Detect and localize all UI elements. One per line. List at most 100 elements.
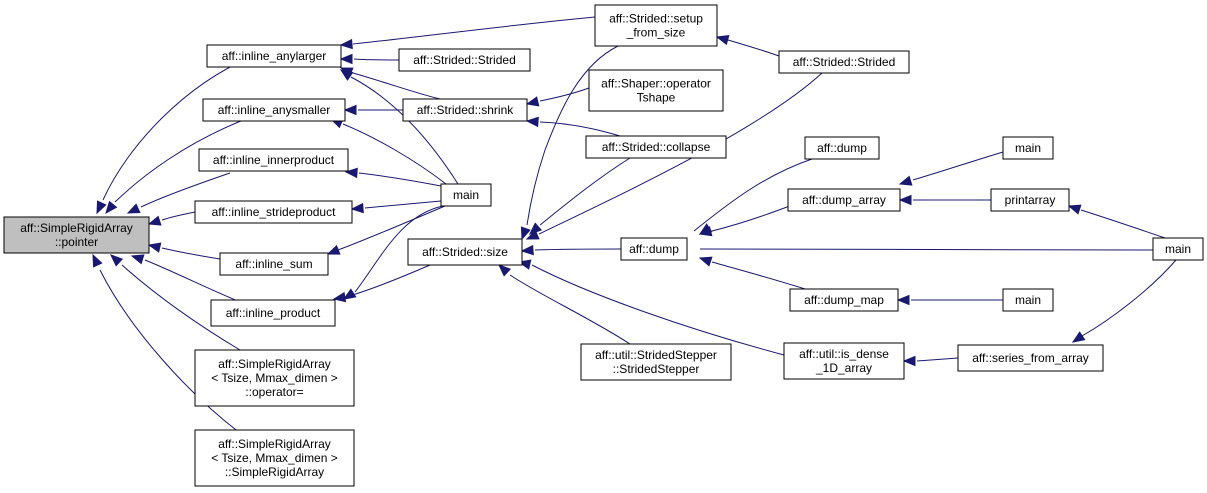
node-label: main	[453, 188, 479, 202]
node-box	[3, 216, 150, 254]
node-box	[783, 342, 905, 380]
node-label: ::SimpleRigidArray	[225, 465, 324, 479]
node-label: ::StridedStepper	[613, 362, 700, 376]
node-n27[interactable]: main	[1152, 237, 1204, 261]
node-label: aff::dump_array	[802, 193, 886, 207]
node-box	[1002, 288, 1054, 312]
node-label: aff::series_from_array	[972, 351, 1089, 365]
edge-n22-n12	[517, 259, 785, 356]
node-label: aff::inline_innerproduct	[213, 153, 335, 167]
node-n6[interactable]: aff::inline_product	[210, 299, 336, 327]
node-n21[interactable]: aff::dump_map	[789, 288, 899, 312]
node-box	[202, 98, 346, 122]
edge-n12-n6	[332, 264, 431, 303]
edge-n11-n5	[326, 205, 446, 255]
node-box	[194, 200, 353, 224]
node-n17[interactable]: aff::Strided::Strided	[778, 50, 910, 74]
edge-n17-n12	[525, 72, 823, 240]
node-n2[interactable]: aff::inline_anysmaller	[202, 98, 346, 122]
node-box	[594, 4, 718, 47]
nodes-layer: aff::SimpleRigidArray::pointeraff::inlin…	[3, 4, 1204, 487]
node-label: main	[1165, 242, 1191, 256]
node-n13[interactable]: aff::Strided::setup_from_size	[594, 4, 718, 47]
node-n12[interactable]: aff::Strided::size	[407, 238, 523, 266]
node-label: aff::Strided::setup	[609, 12, 703, 26]
node-label: _1D_array	[815, 361, 872, 375]
node-label: aff::dump_map	[804, 293, 884, 307]
node-box	[580, 343, 732, 381]
node-label: aff::dump	[629, 242, 679, 256]
node-box	[206, 44, 342, 68]
node-label: aff::dump	[817, 141, 867, 155]
node-label: aff::SimpleRigidArray	[218, 437, 331, 451]
edge-n10-n2	[343, 104, 403, 116]
edge-n11-n4	[350, 200, 442, 214]
node-n26[interactable]: aff::series_from_array	[957, 344, 1104, 372]
node-box	[620, 237, 688, 261]
node-n19[interactable]: aff::dump	[620, 237, 688, 261]
node-label: ::operator=	[245, 385, 303, 399]
node-n9[interactable]: aff::Strided::Strided	[398, 48, 531, 72]
node-box	[440, 183, 492, 207]
node-box	[787, 188, 901, 212]
node-n5[interactable]: aff::inline_sum	[219, 252, 329, 276]
edge-n21-n18	[698, 256, 806, 290]
edge-n18-n12	[520, 244, 622, 256]
node-box	[588, 69, 724, 112]
edge-n4-n0	[147, 211, 196, 226]
node-n20[interactable]: aff::dump_array	[787, 188, 901, 212]
node-box	[402, 98, 528, 122]
node-n24[interactable]: printarray	[990, 188, 1070, 212]
node-n4[interactable]: aff::inline_strideproduct	[194, 200, 353, 224]
edge-n15-n10	[525, 116, 621, 137]
edges-layer	[92, 16, 1177, 434]
node-label: aff::inline_anylarger	[222, 49, 327, 63]
edge-n23-n20	[898, 151, 1004, 186]
edge-n10-n1	[339, 67, 441, 100]
node-n18[interactable]: aff::dump	[804, 136, 880, 160]
node-label: aff::Strided::size	[422, 245, 508, 259]
node-box	[194, 349, 355, 407]
edge-n27-n24	[1067, 204, 1166, 239]
node-box	[210, 299, 336, 327]
node-n25[interactable]: main	[1002, 288, 1054, 312]
node-label: main	[1015, 293, 1041, 307]
node-n8[interactable]: aff::SimpleRigidArray< Tsize, Mmax_dimen…	[194, 429, 355, 487]
node-box	[778, 50, 910, 74]
node-n22[interactable]: aff::util::is_dense_1D_array	[783, 342, 905, 380]
edge-n13-n12	[520, 45, 619, 241]
node-n15[interactable]: aff::Strided::collapse	[585, 135, 727, 159]
node-box	[990, 188, 1070, 212]
node-label: Tshape	[637, 91, 676, 105]
node-label: aff::inline_anysmaller	[218, 103, 331, 117]
node-label: < Tsize, Mmax_dimen >	[211, 371, 338, 385]
node-n1[interactable]: aff::inline_anylarger	[206, 44, 342, 68]
node-label: main	[1015, 141, 1041, 155]
node-n23[interactable]: main	[1002, 136, 1054, 160]
edge-n11-n1	[339, 69, 459, 185]
node-n3[interactable]: aff::inline_innerproduct	[198, 148, 349, 172]
node-label: aff::util::StridedStepper	[595, 348, 717, 362]
node-label: aff::Strided::Strided	[793, 55, 896, 69]
edge-n17-n13	[715, 34, 780, 57]
node-label: < Tsize, Mmax_dimen >	[211, 451, 338, 465]
node-box	[804, 136, 880, 160]
node-box	[957, 344, 1104, 372]
node-n16[interactable]: aff::util::StridedStepper::StridedSteppe…	[580, 343, 732, 381]
node-label: aff::Strided::shrink	[417, 103, 514, 117]
node-box	[219, 252, 329, 276]
node-label: aff::SimpleRigidArray	[218, 357, 331, 371]
edge-n1-n0	[96, 56, 252, 215]
node-n7[interactable]: aff::SimpleRigidArray< Tsize, Mmax_dimen…	[194, 349, 355, 407]
edge-n5-n0	[147, 242, 221, 260]
edge-n8-n0	[92, 253, 241, 434]
edge-n14-n10	[525, 87, 590, 107]
node-box	[194, 429, 355, 487]
edge-n24-n20	[898, 194, 991, 206]
node-n11[interactable]: main	[440, 183, 492, 207]
edge-n25-n21	[896, 294, 1004, 306]
edge-n7-n0	[110, 254, 241, 351]
node-n10[interactable]: aff::Strided::shrink	[402, 98, 528, 122]
